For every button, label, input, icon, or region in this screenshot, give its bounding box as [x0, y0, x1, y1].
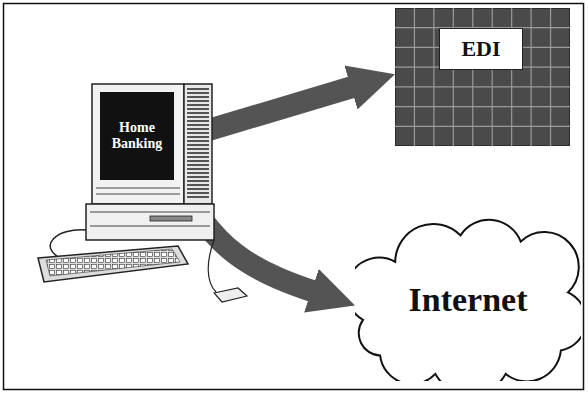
grid-line [531, 8, 532, 146]
screen-text: Home Banking [104, 120, 170, 152]
base-unit [86, 204, 214, 240]
base-line [90, 226, 210, 227]
mouse-cable [208, 240, 216, 292]
keyboard [38, 246, 188, 282]
drive-slot [150, 216, 192, 221]
grid-line [550, 8, 551, 146]
tower-case [184, 84, 212, 204]
grid-line [395, 86, 570, 87]
screen-node: Home Banking [100, 92, 174, 180]
internet-cloud-node: Internet [355, 213, 581, 381]
monitor-line [96, 188, 180, 189]
edi-grid-node: EDI [395, 8, 570, 146]
grid-line [433, 8, 434, 146]
edi-label: EDI [439, 28, 523, 70]
grid-line [395, 106, 570, 107]
keyboard-keys [46, 249, 180, 276]
cloud-label: Internet [409, 281, 528, 319]
grid-line [414, 8, 415, 146]
cloud-outline [355, 220, 581, 381]
monitor-body [92, 84, 184, 204]
tower-vents [187, 88, 209, 200]
monitor-line [96, 194, 180, 195]
base-line [90, 212, 210, 213]
mouse [214, 288, 247, 302]
grid-fill [395, 8, 570, 146]
grid-line [395, 126, 570, 127]
